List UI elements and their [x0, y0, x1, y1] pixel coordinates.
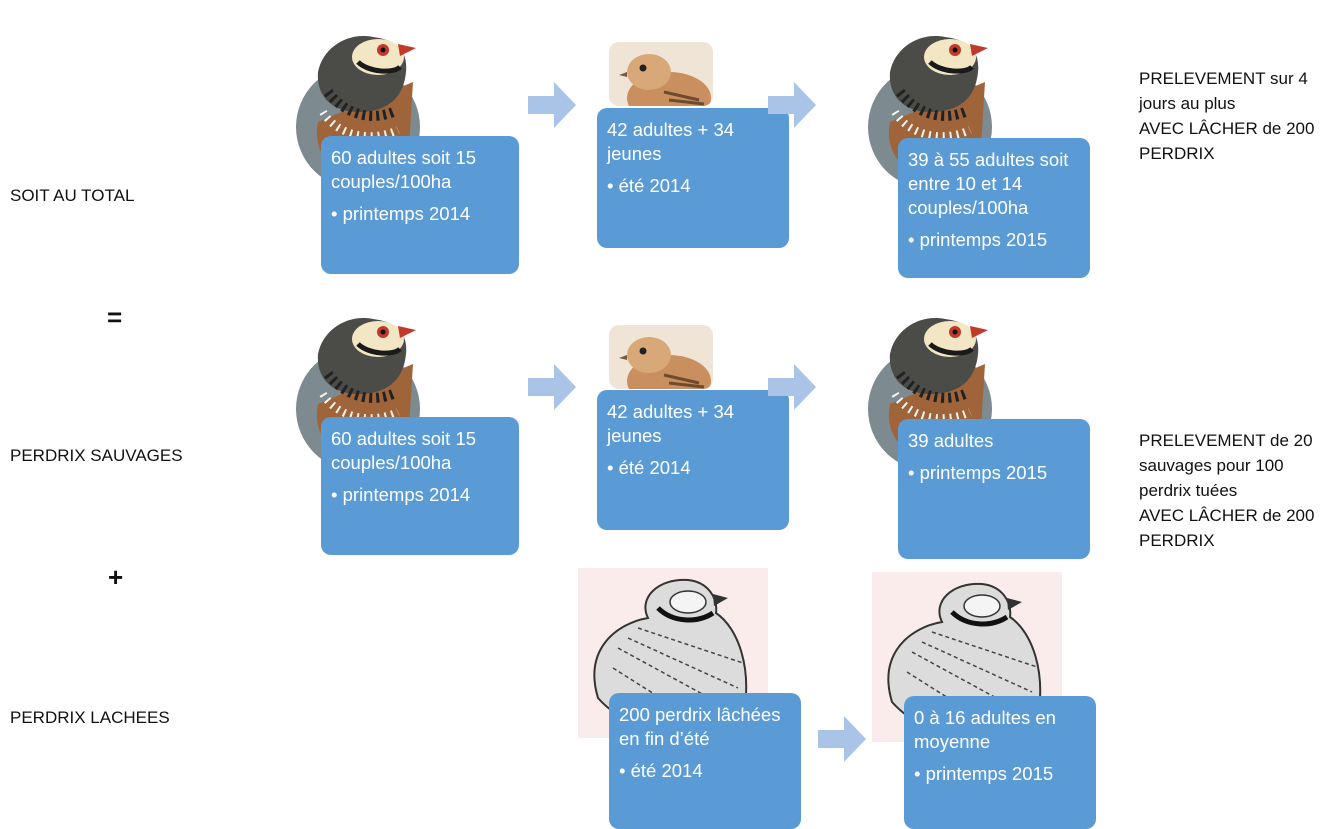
note-line: PERDRIX — [1139, 531, 1215, 550]
equals-sign: = — [107, 302, 123, 332]
box-bullet: été 2014 — [607, 456, 779, 480]
note-line: PRELEVEMENT de 20 — [1139, 431, 1313, 450]
box-text: 39 adultes — [908, 430, 994, 451]
note-line: PERDRIX — [1139, 144, 1215, 163]
flow-box: 0 à 16 adultes en moyenne printemps 2015 — [904, 696, 1096, 829]
box-text: 0 à 16 adultes en moyenne — [914, 707, 1056, 752]
note-line: jours au plus — [1139, 94, 1236, 113]
plus-sign: + — [108, 562, 124, 592]
note-line: sauvages pour 100 — [1139, 456, 1284, 475]
box-bullet: printemps 2015 — [914, 762, 1086, 786]
box-text: 42 adultes + 34 jeunes — [607, 401, 735, 446]
note-line: perdrix tuées — [1139, 481, 1238, 500]
note-line: AVEC LÂCHER de 200 — [1139, 506, 1315, 525]
row-label-released: PERDRIX LACHEES — [10, 708, 170, 727]
box-bullet: été 2014 — [619, 759, 791, 783]
box-text: 200 perdrix lâchées en fin d’été — [619, 704, 781, 749]
flow-box: 39 à 55 adultes soit entre 10 et 14 coup… — [898, 138, 1090, 278]
box-text: 60 adultes soit 15 couples/100ha — [331, 428, 477, 473]
box-bullet: printemps 2015 — [908, 461, 1080, 485]
box-bullet: printemps 2014 — [331, 483, 509, 507]
box-bullet: printemps 2015 — [908, 228, 1080, 252]
arrow-right-icon — [768, 364, 816, 410]
flow-box: 60 adultes soit 15 couples/100ha printem… — [321, 136, 519, 274]
box-text: 42 adultes + 34 jeunes — [607, 119, 735, 164]
arrow-right-icon — [768, 82, 816, 128]
chick-icon — [609, 42, 713, 106]
arrow-right-icon — [528, 82, 576, 128]
flow-box: 60 adultes soit 15 couples/100ha printem… — [321, 417, 519, 555]
flow-box: 42 adultes + 34 jeunes été 2014 — [597, 390, 789, 530]
chick-icon — [609, 325, 713, 389]
box-bullet: été 2014 — [607, 174, 779, 198]
box-text: 60 adultes soit 15 couples/100ha — [331, 147, 477, 192]
row-label-wild: PERDRIX SAUVAGES — [10, 446, 183, 465]
box-bullet: printemps 2014 — [331, 202, 509, 226]
flow-box: 42 adultes + 34 jeunes été 2014 — [597, 108, 789, 248]
flow-box: 39 adultes printemps 2015 — [898, 419, 1090, 559]
arrow-right-icon — [528, 364, 576, 410]
note-line: AVEC LÂCHER de 200 — [1139, 119, 1315, 138]
flow-box: 200 perdrix lâchées en fin d’été été 201… — [609, 693, 801, 829]
harvest-note: PRELEVEMENT de 20 sauvages pour 100 perd… — [1139, 428, 1329, 553]
note-line: PRELEVEMENT sur 4 — [1139, 69, 1308, 88]
arrow-right-icon — [818, 716, 866, 762]
row-label-total: SOIT AU TOTAL — [10, 186, 135, 205]
harvest-note: PRELEVEMENT sur 4 jours au plus AVEC LÂC… — [1139, 66, 1329, 166]
box-text: 39 à 55 adultes soit entre 10 et 14 coup… — [908, 149, 1069, 218]
